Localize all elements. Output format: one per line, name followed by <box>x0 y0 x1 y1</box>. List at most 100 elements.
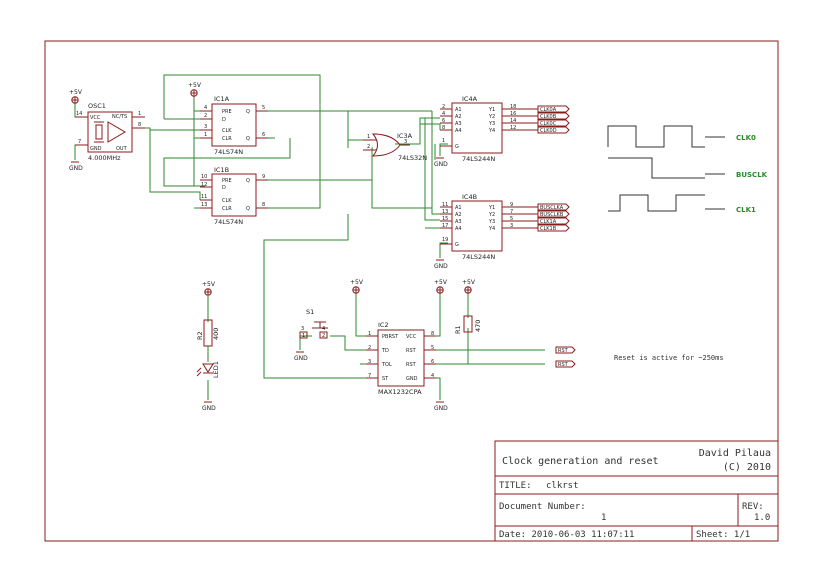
ic4a-in-1: A1 <box>455 107 462 113</box>
s1-pin-2: 2 <box>322 333 325 339</box>
ic4b-net-tag-3: CLK1A <box>537 217 570 225</box>
waveform-diagram: CLK0 BUSCLK CLK1 <box>607 125 768 214</box>
ic2-left-num-3: 3 <box>368 359 371 365</box>
ic4b-net-tag-label-1: BUSCLKA <box>540 205 564 211</box>
gnd-supply-osc: GND <box>69 161 83 172</box>
ic4b-net-tag-2: BUSCLKB <box>537 210 570 218</box>
ic3a-pin-y: 3 <box>404 139 407 145</box>
osc1-value: 4.000MHz <box>88 154 121 162</box>
reset-note: Reset is active for ~250ms <box>614 354 724 362</box>
ic4a-value: 74LS244N <box>462 155 495 163</box>
ic1b-name: IC1B <box>214 166 229 174</box>
ic1a-pre: PRE <box>222 109 232 115</box>
ic1a-pin-qn: 6 <box>262 132 265 138</box>
ic4a-net-tag-1: CLK0A <box>537 105 570 113</box>
ic3a-pin-a: 1 <box>367 134 370 140</box>
ic2-left-num-1: 1 <box>368 331 371 337</box>
waveform-busclk <box>608 157 705 179</box>
vcc-supply-r1: +5V <box>462 279 476 294</box>
tb-rev-value: 1.0 <box>754 513 770 523</box>
tb-title-label: TITLE: <box>499 481 532 491</box>
ic1a-pin-d: 2 <box>204 113 207 119</box>
vcc-supply-osc: +5V <box>69 89 83 104</box>
gnd-supply-osc-label: GND <box>69 165 83 172</box>
ic2-net-tag-2: RST <box>555 360 576 368</box>
ic4b-out-4: Y4 <box>488 226 495 232</box>
ic4b-net-tag-label-3: CLK1A <box>540 219 557 225</box>
ic4b-out-num-2: 7 <box>510 209 513 215</box>
ic2-right-num-4: 4 <box>431 373 434 379</box>
gnd-supply-ic4a-label: GND <box>434 161 448 168</box>
tb-docnum-value: 1 <box>601 513 606 523</box>
s1-pin-1: 1 <box>302 333 305 339</box>
ic1b-pin-d: 12 <box>201 182 207 188</box>
ic4a-net-tag-4: CLK0D <box>537 126 570 134</box>
vcc-supply-ic2-left-label: +5V <box>350 279 364 286</box>
tb-rev-label: REV: <box>742 502 764 512</box>
gnd-supply-ic4a: GND <box>434 157 448 168</box>
r1-value: 470 <box>474 320 482 332</box>
ic2-right-pin-3: RST <box>406 362 417 368</box>
ic2-value: MAX1232CPA <box>378 388 422 396</box>
net-tags: CLK0ACLK0BCLK0CCLK0DBUSCLKABUSCLKBCLK1AC… <box>537 105 576 368</box>
vcc-supply-r1-label: +5V <box>462 279 476 286</box>
ic4b-net-tag-label-4: CLK1B <box>540 226 557 232</box>
ic2-right-pin-2: RST <box>406 348 417 354</box>
ic1a-qn: Q <box>246 136 250 142</box>
s1-pin-4: 4 <box>322 326 325 332</box>
ic4b-out-1: Y1 <box>488 205 495 211</box>
tb-sheet: Sheet: 1/1 <box>696 530 750 540</box>
ic2-left-pin-1: PBRST <box>382 334 399 340</box>
ic1a-q: Q <box>246 109 250 115</box>
ic1b-qn: Q <box>246 206 250 212</box>
osc1-pin-gnd: GND <box>90 146 102 152</box>
ic4b-g: G <box>455 242 459 248</box>
osc1-pin-out: OUT <box>116 146 128 152</box>
ic2-left-pin-2: TD <box>381 348 389 354</box>
ic4a-g-num: 1 <box>442 138 445 144</box>
ic1b-pin-pre: 10 <box>201 174 207 180</box>
ic1b-d: D <box>222 185 226 191</box>
led-led1: LED1 <box>196 361 220 378</box>
osc1-pin8: 8 <box>138 122 141 128</box>
vcc-supply-led: +5V <box>202 281 216 296</box>
wire-net <box>74 74 545 400</box>
s1-pin-3: 3 <box>301 326 304 332</box>
gnd-supply-ic4b-label: GND <box>434 263 448 270</box>
ic1a-pin-q: 5 <box>262 105 265 111</box>
tb-date: Date: 2010-06-03 11:07:11 <box>499 530 634 540</box>
ic1b-pin-clr: 13 <box>201 202 207 208</box>
gnd-supply-led-label: GND <box>202 405 216 412</box>
vcc-supply-ic1: +5V <box>188 82 202 97</box>
ic1b-q: Q <box>246 178 250 184</box>
ic4b-in-4: A4 <box>455 226 462 232</box>
vcc-supply-led-label: +5V <box>202 281 216 288</box>
r2-name: R2 <box>196 331 204 340</box>
ic2-left-num-2: 2 <box>368 345 371 351</box>
ic1b-clr: CLR <box>222 206 232 212</box>
osc1-pin14: 14 <box>76 111 82 117</box>
resistor-r2: R2 400 <box>196 319 220 347</box>
ic4b-in-num-2: 13 <box>442 209 448 215</box>
osc1-pin1: 1 <box>138 111 141 117</box>
osc1-pin7: 7 <box>78 139 81 145</box>
ic4a-net-tag-label-4: CLK0D <box>540 128 557 134</box>
ic4b-name: IC4B <box>462 193 477 201</box>
ic4b-net-tag-1: BUSCLKA <box>537 203 570 211</box>
ic4b-net-tag-4: CLK1B <box>537 224 570 232</box>
ic2-right-pin-1: VCC <box>406 334 417 340</box>
waveform-clk1 <box>608 194 705 212</box>
ic2-left-num-4: 7 <box>368 373 371 379</box>
ic1b-pin-qn: 8 <box>262 202 265 208</box>
ic4b-g-num: 19 <box>442 237 448 243</box>
vcc-supply-ic1-label: +5V <box>188 82 202 89</box>
ic1a-pin-clr: 1 <box>204 132 207 138</box>
vcc-supply-ic2-right-label: +5V <box>434 279 448 286</box>
tb-copyright: (C) 2010 <box>723 462 771 473</box>
ic1b-pin-clk: 11 <box>201 194 207 200</box>
ic1a-d: D <box>222 117 226 123</box>
ic3a-pin-b: 2 <box>367 144 370 150</box>
vcc-supply-osc-label: +5V <box>69 89 83 96</box>
